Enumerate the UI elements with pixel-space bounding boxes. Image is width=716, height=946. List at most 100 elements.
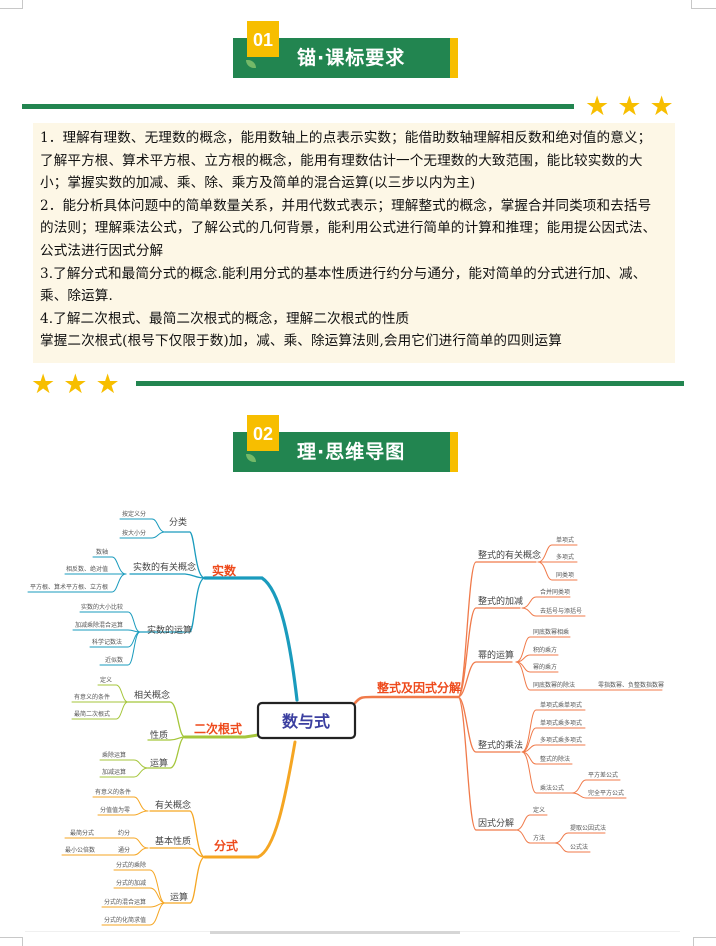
section-title: 锚·课标要求 bbox=[297, 47, 406, 69]
branch-label-quadratic-radicals: 二次根式 bbox=[194, 721, 242, 736]
mindmap-leaf: 科学记数法 bbox=[92, 638, 122, 646]
mindmap-node: 幂的运算 bbox=[478, 649, 514, 661]
requirement-line: 乘、除运算. bbox=[40, 288, 113, 305]
requirement-line: 3.了解分式和最简分式的概念.能利用分式的基本性质进行约分与通分，能对简单的分式… bbox=[40, 265, 647, 282]
branch-label-real-numbers: 实数 bbox=[212, 563, 237, 578]
mindmap-leaf: 通分 bbox=[118, 846, 130, 854]
mindmap-leaf: 分值值为零 bbox=[100, 806, 130, 814]
mindmap-leaf: 提取公因式法 bbox=[570, 824, 606, 832]
mindmap-leaf: 多项式 bbox=[556, 553, 574, 561]
mindmap-leaf: 近似数 bbox=[105, 656, 123, 664]
mindmap-leaf: 平方差公式 bbox=[588, 771, 618, 779]
mindmap-node: 相关概念 bbox=[134, 689, 170, 701]
accent-bar bbox=[450, 38, 458, 78]
mindmap-leaf: 去括号与添括号 bbox=[540, 607, 582, 615]
star-rating: ★ ★ ★ bbox=[585, 93, 674, 120]
star-icon: ★ bbox=[585, 91, 610, 122]
mindmap-leaf: 分式的混合运算 bbox=[104, 898, 146, 906]
page-corner-mark bbox=[691, 0, 716, 9]
mindmap-node: 整式的乘法 bbox=[478, 739, 523, 751]
mindmap-leaf: 单项式乘多项式 bbox=[540, 719, 582, 727]
mindmap-leaf: 幂的乘方 bbox=[533, 663, 557, 671]
branch-label-polynomials-factoring: 整式及因式分解 bbox=[376, 680, 461, 695]
branch-label-fractions: 分式 bbox=[214, 838, 238, 853]
mindmap-leaf: 单项式乘单项式 bbox=[540, 701, 582, 709]
page-corner-mark bbox=[0, 937, 23, 946]
mindmap-leaf: 同底数幂的除法 bbox=[533, 681, 575, 689]
mindmap-leaf: 零指数幂、负整数指数幂 bbox=[598, 681, 664, 689]
star-icon: ★ bbox=[95, 369, 120, 400]
mindmap-leaf: 定义 bbox=[533, 806, 545, 814]
mindmap-node: 性质 bbox=[150, 729, 168, 741]
mindmap-node: 基本性质 bbox=[155, 835, 191, 847]
mindmap-leaf: 多项式乘多项式 bbox=[540, 736, 582, 744]
mindmap-leaf: 同类项 bbox=[556, 571, 574, 579]
mindmap-leaf: 最简二次根式 bbox=[74, 710, 110, 718]
mindmap-leaf: 同底数幂相乘 bbox=[533, 628, 569, 636]
divider-line bbox=[22, 104, 574, 109]
section-header-requirements: 01 锚·课标要求 bbox=[233, 21, 458, 78]
mindmap-leaf: 加减运算 bbox=[102, 768, 126, 776]
mindmap-node: 因式分解 bbox=[478, 817, 514, 829]
mindmap-leaf: 乘除运算 bbox=[102, 751, 126, 759]
star-icon: ★ bbox=[31, 369, 56, 400]
mindmap-leaf: 相反数、绝对值 bbox=[66, 565, 108, 573]
page-corner-mark bbox=[0, 0, 23, 9]
mindmap-leaf: 平方根、算术平方根、立方根 bbox=[30, 583, 108, 591]
mindmap-leaf: 方法 bbox=[533, 834, 545, 842]
mind-map-numbers-and-expressions: 数与式 实数 二次根式 分式 整式及因式分解 分类 实数的有关概念 实数的运算 … bbox=[27, 510, 664, 926]
requirement-line: 2．能分析具体问题中的简单数量关系，并用代数式表示；理解整式的概念，掌握合并同类… bbox=[40, 197, 652, 214]
mindmap-node: 运算 bbox=[150, 757, 168, 769]
mindmap-leaf: 单项式 bbox=[556, 536, 574, 544]
mindmap-leaf: 按大小分 bbox=[122, 529, 146, 537]
mindmap-leaf: 公式法 bbox=[570, 843, 588, 851]
mindmap-leaf: 最简分式 bbox=[70, 829, 94, 837]
mindmap-leaf: 分式的加减 bbox=[116, 879, 146, 887]
star-icon: ★ bbox=[63, 369, 88, 400]
star-rating: ★ ★ ★ bbox=[31, 371, 120, 398]
curriculum-requirements-box: 1．理解有理数、无理数的概念，能用数轴上的点表示实数；能借助数轴理解相反数和绝对… bbox=[33, 123, 675, 363]
mindmap-leaf: 分式的化简求值 bbox=[104, 916, 146, 924]
mindmap-leaf: 实数的大小比较 bbox=[81, 603, 123, 611]
mindmap-node: 整式的加减 bbox=[478, 595, 523, 607]
mindmap-leaf: 乘法公式 bbox=[540, 784, 564, 792]
divider-line bbox=[136, 381, 684, 386]
mindmap-center-node bbox=[256, 701, 357, 740]
horizontal-scrollbar[interactable] bbox=[210, 931, 460, 934]
mindmap-leaf: 积的乘方 bbox=[533, 646, 557, 654]
mindmap-node: 整式的有关概念 bbox=[478, 549, 541, 561]
requirement-line: 的法则；理解乘法公式，了解公式的几何背景，能利用公式进行简单的计算和推理；能用提… bbox=[40, 220, 657, 237]
requirement-line: 掌握二次根式(根号下仅限于数)加，减、乘、除运算法则,会用它们进行简单的四则运算 bbox=[40, 333, 562, 350]
requirement-line: 公式法进行因式分解 bbox=[40, 242, 164, 259]
section-header-mindmap: 02 理·思维导图 bbox=[233, 415, 458, 472]
mindmap-leaf: 分式的乘除 bbox=[116, 861, 146, 869]
leaf-icon bbox=[246, 454, 256, 462]
mindmap-node: 实数的运算 bbox=[147, 624, 192, 636]
requirement-line: 了解平方根、算术平方根、立方根的概念，能用有理数估计一个无理数的大致范围，能比较… bbox=[40, 152, 643, 169]
mindmap-leaf: 数轴 bbox=[96, 548, 108, 556]
section-title: 理·思维导图 bbox=[297, 441, 406, 463]
mindmap-node: 有关概念 bbox=[155, 799, 191, 811]
section-number: 01 bbox=[247, 21, 279, 57]
star-icon: ★ bbox=[617, 91, 642, 122]
mindmap-leaf: 约分 bbox=[118, 829, 130, 837]
leaf-icon bbox=[246, 60, 256, 68]
section-number: 02 bbox=[247, 415, 279, 451]
mindmap-node: 分类 bbox=[169, 516, 187, 528]
mindmap-leaf: 整式的除法 bbox=[540, 755, 570, 763]
mindmap-leaf: 按定义分 bbox=[122, 510, 146, 518]
star-icon: ★ bbox=[649, 91, 674, 122]
mindmap-leaf: 有意义的条件 bbox=[74, 693, 110, 701]
accent-bar bbox=[450, 432, 458, 472]
mindmap-leaf: 加减乘除混合运算 bbox=[75, 621, 123, 629]
requirement-line: 4.了解二次根式、最简二次根式的概念，理解二次根式的性质 bbox=[40, 310, 410, 327]
mindmap-node: 实数的有关概念 bbox=[133, 561, 196, 573]
mindmap-leaf: 最小公倍数 bbox=[65, 846, 95, 854]
mindmap-leaf: 定义 bbox=[100, 676, 112, 684]
mindmap-leaf: 合并同类项 bbox=[540, 588, 570, 596]
requirement-line: 小；掌握实数的加减、乘、除、乘方及简单的混合运算(以三步以内为主) bbox=[40, 175, 476, 192]
mindmap-leaf: 有意义的条件 bbox=[95, 788, 131, 796]
mindmap-leaf: 完全平方公式 bbox=[588, 789, 624, 797]
mindmap-node: 运算 bbox=[170, 891, 188, 903]
requirement-line: 1．理解有理数、无理数的概念，能用数轴上的点表示实数；能借助数轴理解相反数和绝对… bbox=[40, 130, 652, 146]
